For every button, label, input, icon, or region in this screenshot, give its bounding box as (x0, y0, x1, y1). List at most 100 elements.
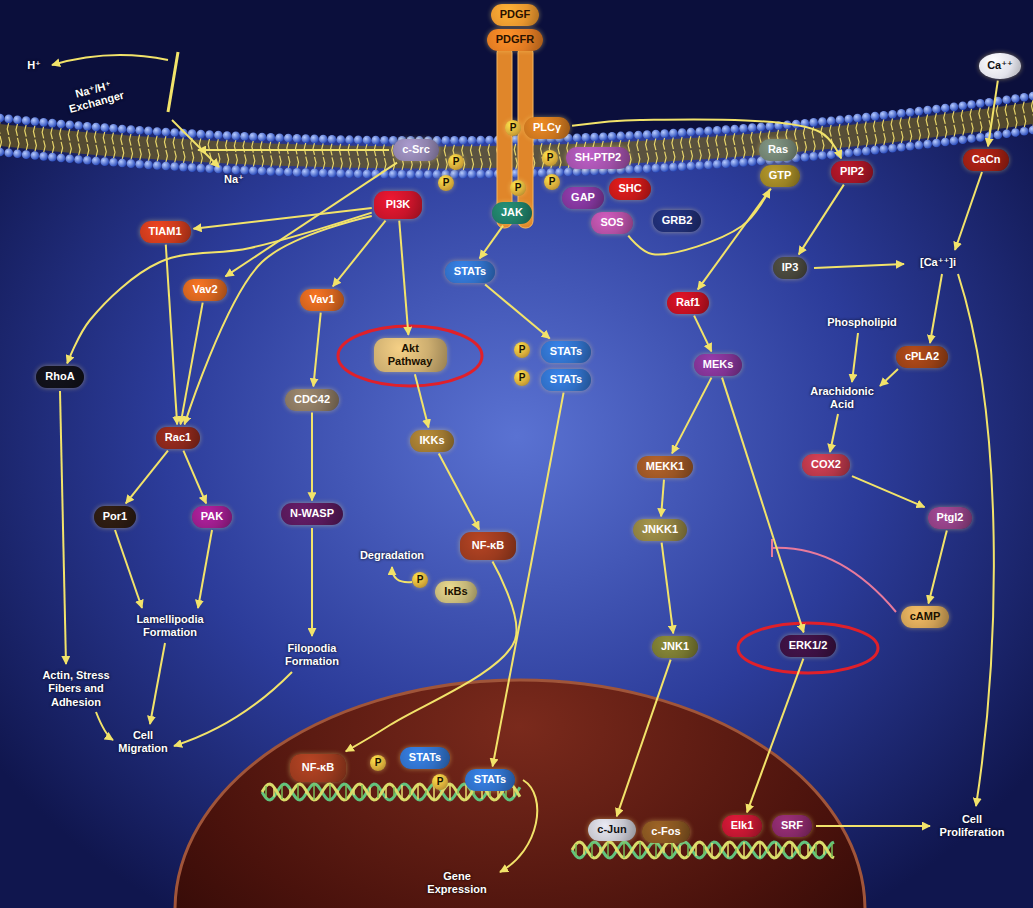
label-text: Filopodia Formation (285, 642, 339, 667)
signal-arrow (194, 208, 372, 229)
arrow (830, 414, 838, 452)
highlight-ring (738, 623, 878, 673)
lipid-head (459, 136, 468, 145)
lipid-tail (716, 134, 719, 160)
gtpase: Rac1 (156, 427, 200, 448)
lipid-head (485, 170, 494, 179)
lipid-tail (1005, 104, 1008, 130)
lipid-head (153, 161, 162, 170)
base-pair (337, 790, 339, 793)
lipid-head (39, 118, 48, 127)
lipid-head (267, 167, 276, 176)
arrow (311, 528, 313, 636)
node-text: P (370, 755, 386, 771)
node-text: RhoA (45, 370, 74, 383)
lipid-head (660, 163, 669, 172)
lipid-tail (882, 119, 885, 145)
label-text: Cell Migration (118, 729, 168, 754)
transcription-factor: STATs (541, 341, 591, 362)
lipid-tail (42, 126, 45, 152)
node-text: P (438, 175, 454, 191)
ligand: PDGF (491, 4, 540, 25)
lipid-head (967, 100, 976, 109)
lipid-head (625, 165, 634, 174)
base-pair (377, 786, 379, 798)
lipid-head (652, 164, 661, 173)
lipid-head (363, 136, 372, 145)
lipid-tail (654, 138, 657, 164)
lipid-head (897, 109, 906, 118)
lipid-tail (917, 115, 920, 141)
lipid-head (223, 131, 232, 140)
lipid-tail (129, 134, 132, 160)
base-pair (457, 790, 459, 793)
lipid-head (13, 149, 22, 158)
lipid-head (1002, 95, 1011, 104)
lipid-tail (1014, 103, 1017, 129)
transcription-factor: STATs (445, 261, 495, 282)
signal-arrow (852, 476, 925, 507)
lipid-tail (1023, 101, 1026, 127)
lipid-head (1002, 129, 1011, 138)
signal-arrow (928, 531, 946, 604)
base-pair (393, 787, 395, 796)
lipid-head (345, 169, 354, 178)
node-text: PI3K (386, 198, 410, 211)
lipid-head (22, 116, 31, 125)
phosphatase: SH-PTP2 (566, 147, 630, 168)
adaptor: GRB2 (653, 210, 702, 231)
lipid-tail (77, 129, 80, 155)
lipid-tail (252, 141, 255, 167)
lipid-tail (444, 144, 447, 170)
dna-strand (572, 842, 834, 858)
dna-strand (572, 842, 834, 858)
label-text: H⁺ (27, 59, 41, 71)
gtpase: Ras (759, 139, 797, 160)
lipid-head (319, 169, 328, 178)
lipid-head (958, 135, 967, 144)
lipid-head (74, 155, 83, 164)
lipid-head (205, 164, 214, 173)
lipid-tail (707, 135, 710, 161)
adaptor: SHC (609, 178, 650, 199)
lipid-head (941, 138, 950, 147)
lipid-tail (331, 143, 334, 169)
node-text: P (514, 370, 530, 386)
lipid-head (713, 126, 722, 135)
signal-arrow (346, 562, 517, 752)
phospho-tag: P (514, 342, 530, 358)
lipid-head (906, 142, 915, 151)
arrow (958, 274, 994, 806)
lipid-head (144, 127, 153, 136)
transcription-factor: STATs (400, 747, 450, 768)
lipid-tail (856, 122, 859, 148)
lipid-head (424, 170, 433, 179)
lipid-tail (970, 109, 973, 135)
enzyme: PLCγ (524, 117, 570, 138)
lipid-head (722, 125, 731, 134)
lipid-head (906, 108, 915, 117)
lipid-head (958, 101, 967, 110)
effector: Por1 (94, 506, 136, 527)
base-pair (599, 847, 601, 854)
node-text: P (542, 150, 558, 166)
lipid-head (179, 163, 188, 172)
lipid-head (197, 130, 206, 139)
signal-arrow (184, 216, 371, 424)
signal-arrow (694, 316, 711, 352)
signal-arrow (662, 543, 674, 634)
lipid-tail (646, 139, 649, 165)
base-pair (703, 845, 705, 854)
lipid-head (284, 134, 293, 143)
base-pair (513, 787, 515, 796)
ion-cluster: Ca⁺⁺ (979, 53, 1021, 78)
lipid-head (371, 136, 380, 145)
lipid-tail (95, 131, 98, 157)
lipid-head (389, 170, 398, 179)
lipid-tail (689, 136, 692, 162)
lipid-tail (935, 113, 938, 139)
signal-arrow (747, 659, 803, 813)
signal-arrow (480, 226, 503, 259)
